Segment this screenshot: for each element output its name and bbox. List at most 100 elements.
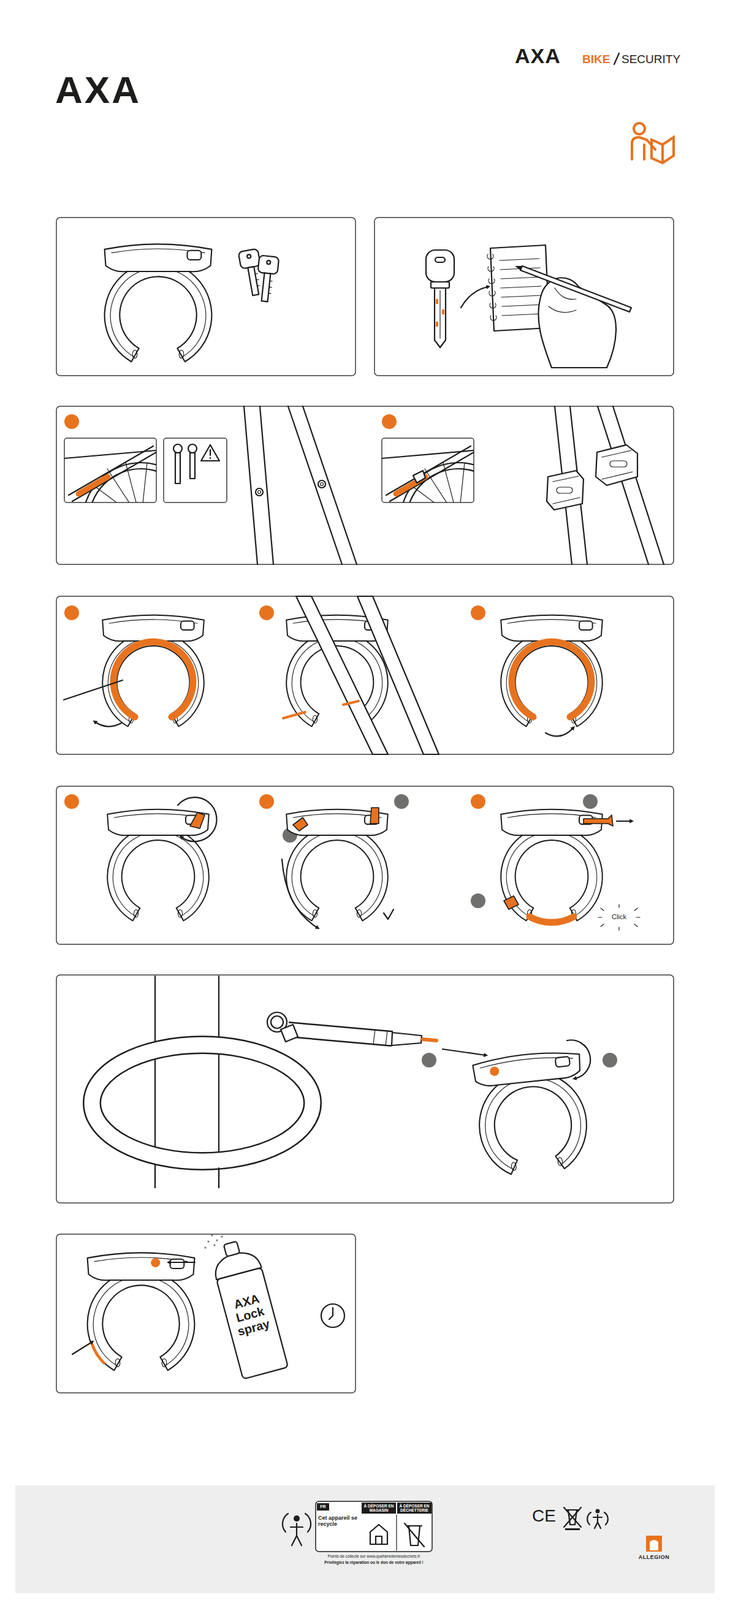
cable bbox=[288, 1029, 393, 1039]
allegion-logo bbox=[649, 1540, 659, 1551]
key bbox=[439, 290, 441, 339]
check-mark bbox=[383, 909, 394, 920]
key bbox=[441, 309, 445, 315]
clock-icon bbox=[329, 1307, 333, 1320]
key bbox=[430, 281, 450, 289]
writing-hand bbox=[514, 266, 632, 368]
company-name: ALLEGION bbox=[629, 1555, 679, 1561]
product-label: AXA Lock spray bbox=[223, 1289, 278, 1340]
cable-hole bbox=[489, 1066, 500, 1077]
ring-lock bbox=[471, 1049, 591, 1178]
cable bbox=[373, 1029, 388, 1046]
cable bbox=[91, 1045, 313, 1162]
lever bbox=[503, 896, 519, 910]
cable bbox=[422, 1039, 437, 1041]
country-tag bbox=[316, 1503, 330, 1511]
cable bbox=[270, 1016, 284, 1029]
recycle-note: Points de collecte sur www.quefairedemes… bbox=[309, 1555, 439, 1560]
key bbox=[583, 815, 613, 827]
step-dot bbox=[64, 794, 80, 810]
wheel-detail bbox=[381, 446, 474, 503]
weee-icon bbox=[563, 1507, 582, 1528]
shield-plate bbox=[511, 641, 592, 718]
column-header-text: À DÉPOSER EN MAGASIN bbox=[361, 1504, 396, 1513]
ring-lock bbox=[104, 243, 213, 362]
ce-mark: CE bbox=[532, 1507, 556, 1525]
closed-bolt bbox=[529, 916, 574, 923]
mount-bracket bbox=[609, 460, 628, 468]
recycle-note: Cet appareil se recycle bbox=[318, 1515, 360, 1529]
clock-icon bbox=[321, 1304, 345, 1328]
panel-box bbox=[56, 406, 674, 565]
spray-mist bbox=[213, 1244, 216, 1247]
spray-can bbox=[223, 1241, 240, 1258]
bike-frame bbox=[320, 482, 324, 487]
weee-icon bbox=[563, 1507, 582, 1531]
key bbox=[370, 807, 379, 824]
ring-lock bbox=[500, 615, 603, 727]
bolts bbox=[209, 449, 211, 459]
triman-logo bbox=[587, 1512, 609, 1525]
bike-frame bbox=[357, 596, 439, 755]
arrow bbox=[169, 1262, 195, 1264]
step-dot bbox=[381, 414, 397, 430]
key bbox=[435, 257, 445, 263]
column-header bbox=[397, 1502, 432, 1514]
arrow bbox=[616, 820, 632, 822]
brand-logo: AXA bbox=[55, 71, 141, 110]
step-dot bbox=[259, 605, 274, 621]
step-dot bbox=[470, 605, 486, 621]
spray-mist bbox=[215, 1239, 218, 1242]
panel-box bbox=[56, 975, 674, 1204]
arrow bbox=[95, 722, 122, 727]
mount-bracket bbox=[546, 470, 584, 510]
cable bbox=[91, 1012, 437, 1188]
shop-icon bbox=[370, 1524, 388, 1545]
arrow bbox=[281, 859, 318, 928]
key bbox=[435, 321, 439, 327]
recycle-note: Privilégiez la réparation ou le don de v… bbox=[303, 1561, 445, 1566]
screwdriver bbox=[63, 680, 123, 700]
writing-hand bbox=[514, 266, 523, 271]
allegion-logo bbox=[646, 1536, 662, 1552]
bolts bbox=[175, 452, 181, 484]
key bbox=[254, 255, 280, 303]
step-dot bbox=[64, 605, 80, 621]
weee-icon bbox=[565, 1528, 580, 1531]
bike-frame bbox=[296, 596, 439, 755]
brand-logo: SECURITY bbox=[621, 53, 681, 65]
screw bbox=[343, 701, 359, 705]
step-dot bbox=[470, 794, 486, 810]
column-header bbox=[361, 1502, 396, 1514]
wheel-detail bbox=[68, 446, 157, 502]
panel-box bbox=[56, 786, 674, 945]
arrow bbox=[72, 1342, 92, 1355]
step-dot bbox=[602, 1053, 618, 1068]
spray-can bbox=[208, 1236, 289, 1380]
triman-logo bbox=[293, 1515, 300, 1522]
cable bbox=[155, 1168, 219, 1188]
lube-point bbox=[150, 1258, 160, 1268]
read-manual-icon bbox=[651, 137, 674, 164]
allegion-logo bbox=[646, 1536, 662, 1552]
ring-lock bbox=[87, 1252, 195, 1371]
triman-logo bbox=[593, 1515, 602, 1529]
wheel-detail bbox=[386, 446, 474, 502]
triman-logo bbox=[282, 1513, 311, 1533]
inset-box bbox=[64, 438, 157, 503]
ring-lock bbox=[107, 809, 210, 922]
ring-lock bbox=[471, 1049, 591, 1178]
step-dot bbox=[64, 414, 80, 430]
key bbox=[425, 250, 455, 282]
step-dot bbox=[259, 794, 274, 810]
cable bbox=[391, 1032, 422, 1046]
mount-bracket bbox=[552, 476, 580, 504]
step-dot bbox=[582, 794, 598, 810]
read-manual-icon bbox=[631, 123, 674, 164]
notebook bbox=[487, 254, 497, 321]
panel-box bbox=[56, 217, 356, 376]
bin-icon bbox=[404, 1523, 425, 1548]
inset-box bbox=[163, 438, 227, 503]
arrow bbox=[460, 286, 488, 308]
